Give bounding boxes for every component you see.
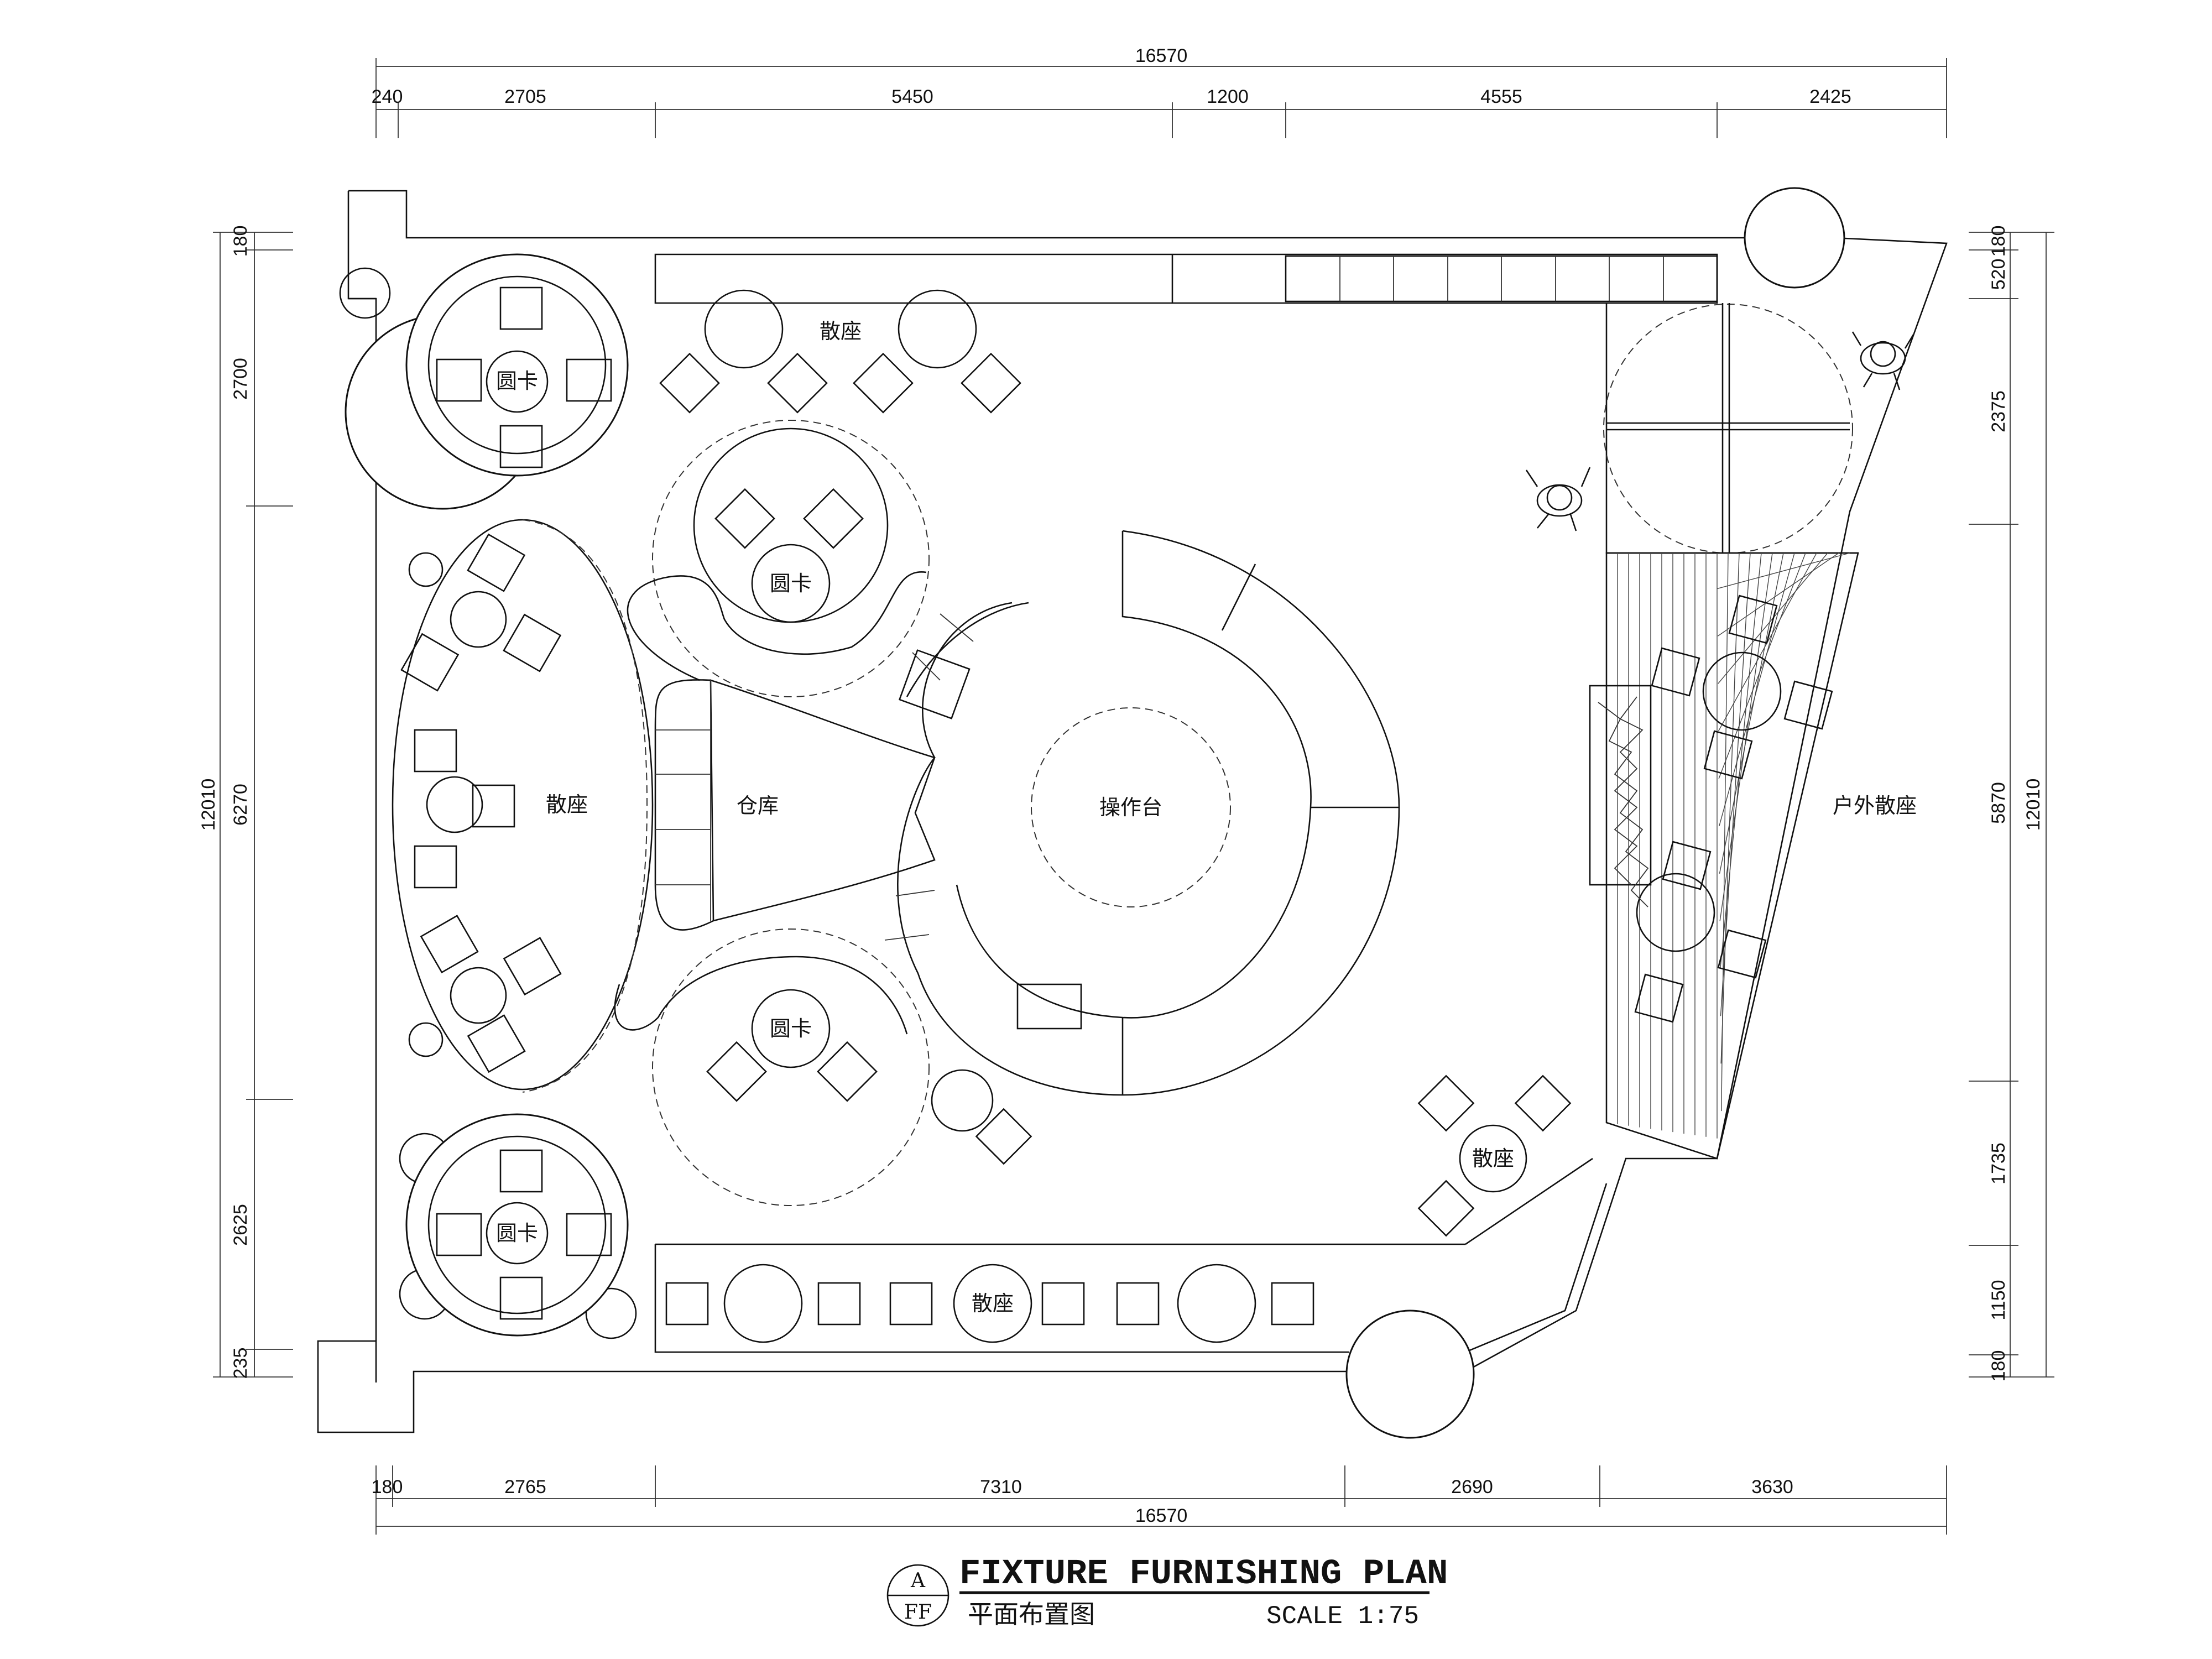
dim-top-seg: 2425 (1809, 86, 1851, 107)
dim-bottom-seg: 7310 (980, 1477, 1022, 1498)
seating-label: 散座 (972, 1291, 1014, 1316)
dim-top-total: 16570 (1135, 45, 1188, 66)
dim-right-seg: 1150 (1988, 1280, 2009, 1320)
drawing-title: FIXTURE FURNISHING PLAN (959, 1554, 1448, 1594)
storage-room: 仓库 (654, 679, 936, 931)
dim-right-seg: 1735 (1988, 1142, 2009, 1185)
dim-top-seg: 5450 (891, 86, 933, 107)
dim-left-seg: 180 (230, 226, 251, 257)
dim-right-seg: 5870 (1988, 782, 2009, 824)
booth-bottom-left: 圆卡 (399, 1113, 637, 1339)
dim-top-seg: 4555 (1480, 86, 1522, 107)
dim-bottom-total: 16570 (1135, 1505, 1188, 1526)
dim-left-seg: 235 (230, 1348, 251, 1379)
storage-label: 仓库 (737, 794, 779, 818)
dim-right-total: 12010 (2023, 779, 2044, 831)
booth-center-top: 圆卡 (627, 420, 930, 697)
dim-right-seg: 2375 (1988, 390, 2009, 432)
dim-bottom-seg: 2765 (504, 1477, 546, 1498)
dim-bottom-seg: 2690 (1451, 1477, 1493, 1498)
seating-label: 散座 (546, 792, 588, 817)
title-block: A FF FIXTURE FURNISHING PLAN 平面布置图 SCALE… (886, 1554, 1448, 1631)
title-tag-top: A (910, 1569, 926, 1592)
title-tag-bottom: FF (904, 1601, 932, 1624)
person-icon (1851, 331, 1914, 390)
dim-left-seg: 2700 (230, 358, 251, 400)
booth-center-bottom: 圆卡 (614, 928, 1032, 1206)
dim-bottom-seg: 180 (372, 1477, 403, 1498)
booth-top-left: 圆卡 (339, 253, 629, 510)
dim-top-seg: 2705 (504, 86, 546, 107)
building-outline (317, 187, 1948, 1439)
dim-right-seg: 520 (1988, 259, 2009, 290)
booth-label: 圆卡 (770, 571, 812, 596)
outdoor-seating: 户外散座 (1589, 594, 1917, 1023)
seating-left-oval: 散座 (392, 519, 654, 1093)
dim-left-seg: 6270 (230, 784, 251, 826)
dim-bottom-seg: 3630 (1751, 1477, 1793, 1498)
seating-right: 散座 (1417, 1074, 1572, 1237)
booth-label: 圆卡 (496, 1221, 538, 1245)
drawing-subtitle: 平面布置图 (968, 1599, 1095, 1629)
dim-left-seg: 2625 (230, 1204, 251, 1246)
dim-top-seg: 240 (372, 86, 403, 107)
outdoor-label: 户外散座 (1833, 794, 1917, 818)
dim-top-seg: 1200 (1207, 86, 1249, 107)
outdoor-deck (1605, 552, 1859, 1160)
counter-label: 操作台 (1099, 795, 1162, 820)
dimension-texts: 16570 240 2705 5450 1200 4555 2425 180 2… (198, 45, 2044, 1526)
seating-label: 散座 (820, 319, 862, 343)
seating-top: 散座 (659, 289, 1021, 414)
seating-label: 散座 (1472, 1146, 1514, 1171)
dim-left-total: 12010 (198, 779, 219, 831)
booth-label: 圆卡 (496, 369, 538, 393)
dim-right-seg: 180 (1988, 226, 2009, 257)
drawing-scale: SCALE 1:75 (1266, 1602, 1419, 1631)
counter: 操作台 (884, 530, 1400, 1096)
dim-right-seg: 180 (1988, 1350, 2009, 1382)
booth-label: 圆卡 (770, 1016, 812, 1041)
top-right-pergola (1603, 303, 1858, 554)
seating-bottom: 散座 (665, 1264, 1314, 1343)
person-icon (1525, 467, 1591, 531)
dimension-lines (213, 58, 2054, 1535)
